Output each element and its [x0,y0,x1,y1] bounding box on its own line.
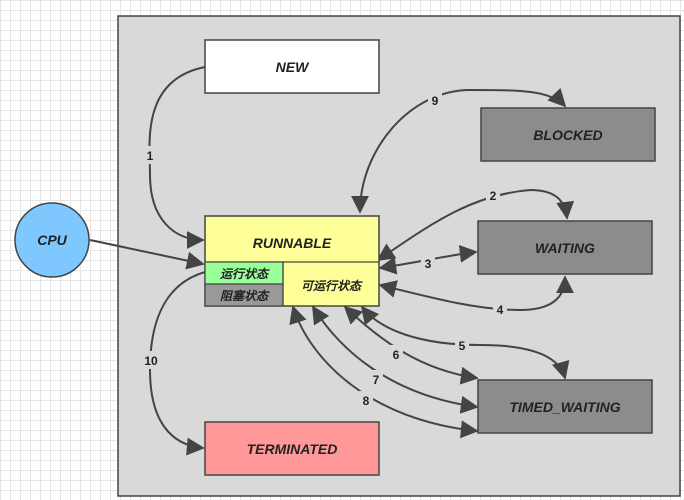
state-blocked-label: BLOCKED [533,127,602,143]
state-blocked: BLOCKED [480,107,656,162]
label-2: 2 [490,189,497,203]
label-4: 4 [497,303,504,317]
state-timed-waiting-label: TIMED_WAITING [509,399,620,415]
edge-1 [148,66,206,249]
label-8: 8 [363,394,370,408]
substate-running-label: 运行状态 [220,267,270,281]
state-waiting-label: WAITING [535,240,595,256]
state-timed-waiting: TIMED_WAITING [477,379,653,434]
state-new: NEW [204,39,380,94]
label-6: 6 [393,348,400,362]
edge-10 [148,271,206,456]
edge-cpu [89,239,205,270]
label-3: 3 [425,257,432,271]
label-9: 9 [432,94,439,108]
edges [89,66,575,456]
state-runnable-label: RUNNABLE [253,235,332,251]
state-terminated-label: TERMINATED [247,441,338,457]
state-waiting: WAITING [477,220,653,275]
label-5: 5 [459,339,466,353]
label-10: 10 [144,354,158,368]
substate-ready-label: 可运行状态 [301,279,363,293]
cpu-node: CPU [14,202,90,278]
state-runnable: RUNNABLE 运行状态 阻塞状态 可运行状态 [204,215,380,307]
edge-9 [351,88,567,214]
label-1: 1 [147,149,154,163]
edge-8 [289,305,479,439]
transition-labels: 1 9 2 3 4 5 6 7 8 10 [141,91,507,409]
cpu-label: CPU [37,232,67,248]
label-7: 7 [373,373,380,387]
state-new-label: NEW [276,59,310,75]
state-terminated: TERMINATED [204,421,380,476]
edge-2 [376,188,575,262]
substate-blocked-label: 阻塞状态 [220,289,270,303]
